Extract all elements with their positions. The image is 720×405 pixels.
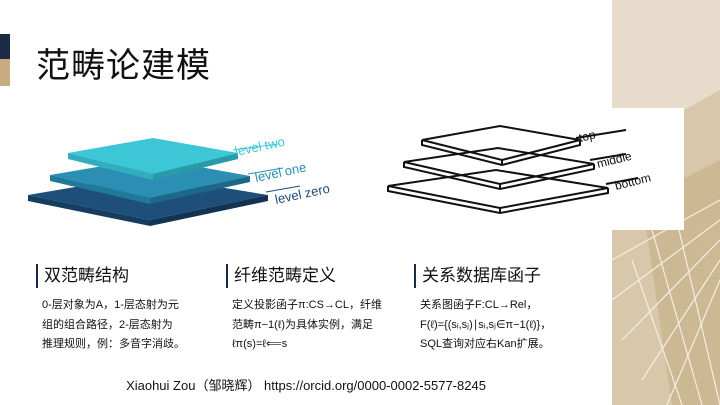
body-line: ℓπ(s)=ℓ⟸s — [232, 338, 288, 350]
footer-credit: Xiaohui Zou（邹晓辉） https://orcid.org/0000-… — [126, 378, 486, 393]
level-pyramid-figure: level two level one level zero — [28, 120, 368, 230]
column-heading: 纤维范畴定义 — [226, 264, 416, 288]
body-line: 组的组合路径，2-层态射为 — [42, 318, 173, 331]
column-body: 关系图函子F:CL→Rel， F(ℓ)={(sᵢ,sⱼ)∣sᵢ,sⱼ∈π−1(ℓ… — [414, 296, 604, 355]
column-body: 定义投影函子π:CS→CL，纤维 范畴π−1(ℓ)为具体实例，满足 ℓπ(s)=… — [226, 296, 416, 355]
body-line: SQL查询对应右Kan扩展。 — [420, 338, 550, 350]
label-top: top — [577, 127, 597, 145]
accent-bar-navy — [0, 34, 10, 59]
column-heading: 双范畴结构 — [36, 264, 226, 288]
label-level-zero: level zero — [274, 181, 332, 207]
label-level-one: level one — [254, 159, 308, 184]
body-line: F(ℓ)={(sᵢ,sⱼ)∣sᵢ,sⱼ∈π−1(ℓ)}， — [420, 318, 552, 331]
layer-two-shape — [68, 138, 238, 174]
body-line: 关系图函子F:CL→Rel， — [420, 299, 538, 311]
column-relational-functor: 关系数据库函子 关系图函子F:CL→Rel， F(ℓ)={(sᵢ,sⱼ)∣sᵢ,… — [414, 264, 604, 355]
slide-title: 范畴论建模 — [36, 47, 211, 85]
column-heading: 关系数据库函子 — [414, 264, 604, 288]
body-line: 推理规则，例：多音字消歧。 — [42, 338, 185, 350]
column-double-category: 双范畴结构 0-层对象为A，1-层态射为元 组的组合路径，2-层态射为 推理规则… — [36, 264, 226, 355]
body-line: 定义投影函子π:CS→CL，纤维 — [232, 299, 382, 311]
label-bottom: bottom — [613, 170, 652, 192]
body-line: 范畴π−1(ℓ)为具体实例，满足 — [232, 318, 374, 331]
column-body: 0-层对象为A，1-层态射为元 组的组合路径，2-层态射为 推理规则，例：多音字… — [36, 296, 226, 355]
column-fibered-category: 纤维范畴定义 定义投影函子π:CS→CL，纤维 范畴π−1(ℓ)为具体实例，满足… — [226, 264, 416, 355]
body-line: 0-层对象为A，1-层态射为元 — [42, 299, 179, 311]
label-level-two: level two — [234, 134, 287, 159]
accent-bar-gold — [0, 59, 10, 86]
outline-pyramid-figure: top middle bottom — [376, 108, 684, 230]
label-middle: middle — [595, 149, 633, 171]
